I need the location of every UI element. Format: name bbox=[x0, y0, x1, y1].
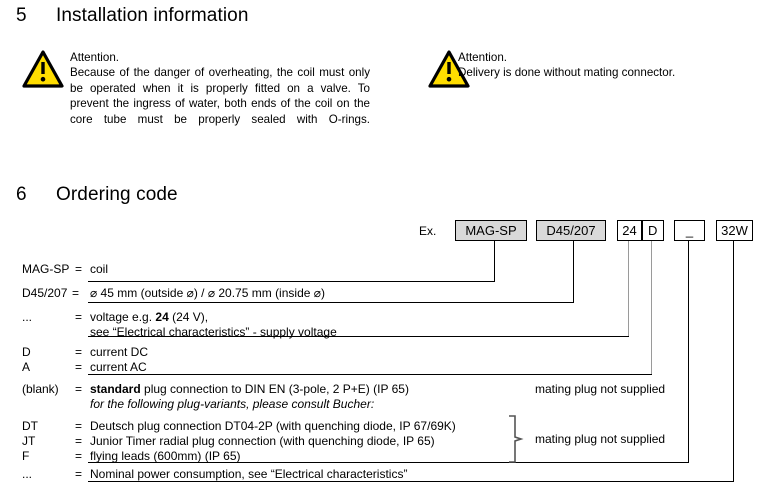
legend-key: DT bbox=[22, 419, 38, 433]
code-box-plug[interactable]: _ bbox=[674, 220, 705, 241]
legend-value: Nominal power consumption, see “Electric… bbox=[90, 467, 408, 481]
legend-equals: = bbox=[75, 434, 83, 448]
legend-key: MAG-SP bbox=[22, 262, 70, 276]
attention-block-2-text: Attention. Delivery is done without mati… bbox=[458, 50, 758, 81]
legend-equals: = bbox=[75, 467, 83, 481]
legend-value-line2: see “Electrical characteristics” - suppl… bbox=[90, 325, 337, 339]
legend-key: D45/207 bbox=[22, 286, 68, 300]
attention-title: Attention. bbox=[458, 51, 507, 64]
group-brace bbox=[505, 414, 525, 469]
legend-value: ⌀ 45 mm (outside ⌀) / ⌀ 20.75 mm (inside… bbox=[90, 286, 325, 300]
legend-equals: = bbox=[75, 345, 83, 359]
legend-value: current AC bbox=[90, 360, 147, 374]
connector-line-current-h bbox=[88, 374, 652, 376]
connector-line-power-h bbox=[88, 481, 734, 483]
example-label: Ex. bbox=[419, 224, 437, 238]
legend-value: flying leads (600mm) (IP 65) bbox=[90, 449, 241, 463]
attention-block-1-text: Attention. Because of the danger of over… bbox=[70, 50, 370, 142]
legend-row-continuation: see “Electrical characteristics” - suppl… bbox=[90, 325, 337, 341]
legend-key: A bbox=[22, 360, 31, 374]
section-6-number: 6 bbox=[16, 184, 27, 205]
connector-line-voltage-v bbox=[628, 241, 630, 337]
connector-line-plug-v bbox=[688, 241, 690, 463]
legend-value: coil bbox=[90, 262, 109, 276]
code-box-power[interactable]: 32W bbox=[716, 220, 753, 241]
legend-value: voltage e.g. 24 (24 V), bbox=[90, 310, 209, 324]
warning-triangle-icon bbox=[428, 50, 470, 88]
legend-key: (blank) bbox=[22, 382, 59, 396]
code-box-voltage[interactable]: 24 bbox=[617, 220, 642, 241]
attention-title: Attention. bbox=[70, 51, 119, 64]
connector-line-power-v bbox=[733, 241, 735, 482]
note-mating-plug-1: mating plug not supplied bbox=[535, 382, 666, 396]
warning-triangle-icon bbox=[22, 50, 64, 88]
section-6-title: Ordering code bbox=[56, 184, 178, 205]
legend-equals: = bbox=[75, 360, 83, 374]
legend-key: ... bbox=[22, 310, 33, 324]
legend-value: standard plug connection to DIN EN (3-po… bbox=[90, 382, 409, 396]
connector-line-size-v bbox=[572, 241, 574, 303]
legend-value-line2: for the following plug-variants, please … bbox=[90, 397, 375, 411]
legend-key: F bbox=[22, 449, 30, 463]
connector-line-plug-h bbox=[88, 462, 689, 464]
legend-key: ... bbox=[22, 467, 33, 481]
legend-key: JT bbox=[22, 434, 36, 448]
code-box-coil[interactable]: MAG-SP bbox=[455, 220, 527, 241]
connector-line-current-v bbox=[651, 241, 653, 375]
section-5-number: 5 bbox=[16, 5, 27, 26]
legend-value: current DC bbox=[90, 345, 149, 359]
connector-line-coil-h bbox=[88, 281, 494, 283]
connector-line-size-h bbox=[88, 302, 573, 304]
connector-line-coil-v bbox=[493, 241, 495, 282]
attention-body: Because of the danger of overheating, th… bbox=[70, 66, 370, 126]
legend-equals: = bbox=[75, 262, 83, 276]
code-box-size[interactable]: D45/207 bbox=[536, 220, 606, 241]
connector-line-voltage-h bbox=[88, 336, 629, 338]
legend-equals: = bbox=[75, 449, 83, 463]
note-mating-plug-2: mating plug not supplied bbox=[535, 432, 666, 446]
legend-equals: = bbox=[75, 310, 83, 324]
legend-equals: = bbox=[72, 286, 80, 300]
legend-key: D bbox=[22, 345, 31, 359]
section-5-title: Installation information bbox=[56, 5, 249, 26]
legend-equals: = bbox=[75, 382, 83, 396]
legend-value: Deutsch plug connection DT04-2P (with qu… bbox=[90, 419, 456, 433]
attention-body: Delivery is done without mating connecto… bbox=[458, 66, 676, 80]
legend-row-continuation: for the following plug-variants, please … bbox=[90, 397, 374, 413]
legend-equals: = bbox=[75, 419, 83, 433]
legend-value: Junior Timer radial plug connection (wit… bbox=[90, 434, 435, 448]
code-box-current[interactable]: D bbox=[641, 220, 664, 241]
